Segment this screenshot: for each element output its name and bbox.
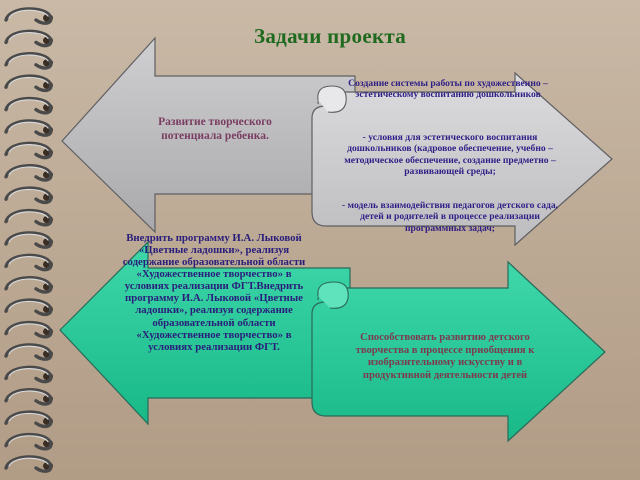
spiral-ring-icon: [4, 432, 53, 451]
spiral-ring-icon: [4, 52, 53, 70]
spiral-ring-icon: [4, 29, 53, 48]
spiral-ring-icon: [4, 253, 53, 272]
spiral-ring-icon: [4, 276, 53, 294]
spiral-ring-icon: [4, 186, 53, 205]
scroll-curl-bottom: [317, 281, 349, 309]
spiral-ring-icon: [4, 119, 53, 137]
spiral-ring-icon: [4, 410, 53, 429]
spiral-ring-icon: [4, 164, 53, 182]
spiral-ring-icon: [4, 343, 53, 361]
text-promote-creativity: Способствовать развитию детского творчес…: [355, 332, 535, 381]
text-system-heading: Создание системы работы по художественно…: [348, 78, 548, 101]
spiral-ring-icon: [4, 455, 53, 473]
slide-title: Задачи проекта: [253, 24, 407, 48]
spiral-binding-icon: [4, 7, 53, 473]
text-conditions: - условия для эстетического воспитания д…: [344, 132, 556, 177]
spiral-ring-icon: [4, 96, 53, 115]
spiral-ring-icon: [4, 208, 53, 227]
spiral-ring-icon: [4, 365, 53, 384]
scroll-curl-top: [317, 85, 347, 113]
spiral-ring-icon: [4, 74, 53, 93]
spiral-ring-icon: [4, 7, 53, 25]
spiral-ring-icon: [4, 320, 53, 339]
spiral-ring-icon: [4, 388, 53, 406]
text-interaction-model: - модель взаимодействия педагогов детско…: [341, 200, 559, 234]
spiral-ring-icon: [4, 298, 53, 317]
spiral-ring-icon: [4, 231, 53, 249]
text-develop-potential: Развитие творческого потенциала ребенка.: [158, 116, 272, 142]
spiral-ring-icon: [4, 141, 53, 160]
text-implement-program: Внедрить программу И.А. Лыковой «Цветные…: [122, 232, 306, 353]
